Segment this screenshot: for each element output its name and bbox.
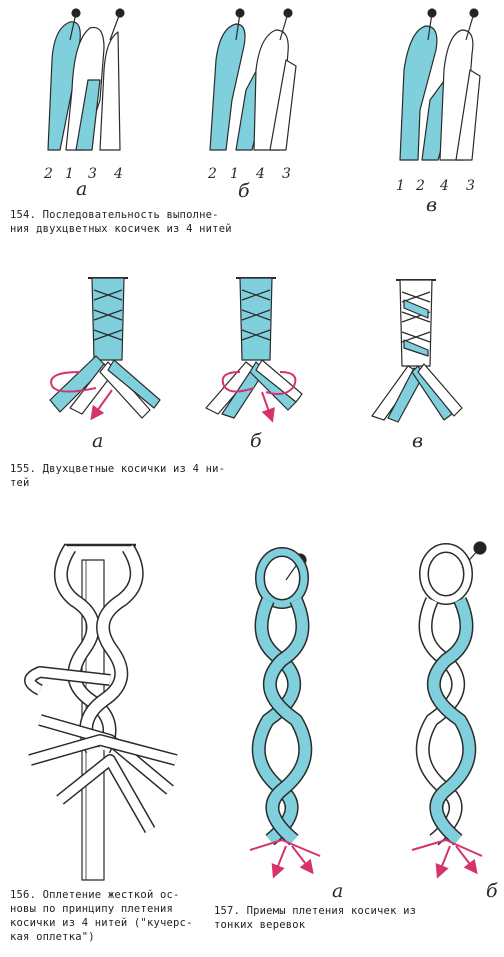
fig154b-number-2: 1 xyxy=(230,166,239,182)
fig155-braid-b xyxy=(205,277,303,423)
fig154b-number-3: 4 xyxy=(256,166,265,182)
fig157-braid-b xyxy=(411,541,487,879)
fig156-caption-line1: 156. Оплетение жесткой ос- xyxy=(10,889,180,901)
fig154a-number-1: 2 xyxy=(44,166,53,182)
fig155-letter-b: б xyxy=(250,430,262,452)
fig154c-letter: в xyxy=(426,194,438,216)
fig156-caption-line4: кая оплетка") xyxy=(10,931,95,943)
fig157-caption-line1: 157. Приемы плетения косичек из xyxy=(214,905,417,917)
fig154-caption-line2: ния двухцветных косичек из 4 нитей xyxy=(10,223,232,235)
fig157-caption: 157. Приемы плетения косичек из тонких в… xyxy=(214,904,416,932)
fig154-caption: 154. Последовательность выполне- ния дву… xyxy=(10,208,232,236)
fig154c-number-2: 2 xyxy=(416,178,425,194)
fig154a-number-4: 4 xyxy=(114,166,123,182)
fig154c-number-4: 3 xyxy=(466,178,475,194)
fig157-letter-b: б xyxy=(486,880,498,902)
fig156-rod-braid xyxy=(24,543,178,881)
fig154b-number-4: 3 xyxy=(282,166,291,182)
fig154a-number-2: 1 xyxy=(65,166,74,182)
fig155-caption-line1: 155. Двухцветные косички из 4 ни- xyxy=(10,463,226,475)
fig154c-number-1: 1 xyxy=(396,178,405,194)
fig154b-letter: б xyxy=(238,180,250,202)
fig154-panel-c xyxy=(399,8,481,161)
fig154a-letter: а xyxy=(76,178,88,200)
fig157-braid-a xyxy=(249,547,321,879)
fig154-panel-a xyxy=(47,8,125,151)
fig157-letter-a: а xyxy=(332,880,344,902)
fig154-panel-b xyxy=(209,8,297,151)
fig156-caption: 156. Оплетение жесткой ос- новы по принц… xyxy=(10,888,193,944)
fig157-caption-line2: тонких веревок xyxy=(214,919,306,931)
fig156-caption-line2: новы по принципу плетения xyxy=(10,903,174,915)
fig155-braid-a xyxy=(49,277,161,421)
fig155-caption-line2: тей xyxy=(10,477,30,489)
fig155-letter-c: в xyxy=(412,430,424,452)
fig154c-number-3: 4 xyxy=(440,178,449,194)
fig154b-number-1: 2 xyxy=(208,166,217,182)
fig154a-number-3: 3 xyxy=(88,166,97,182)
fig155-caption: 155. Двухцветные косички из 4 ни- тей xyxy=(10,462,225,490)
fig154-caption-line1: 154. Последовательность выполне- xyxy=(10,209,219,221)
fig155-letter-a: а xyxy=(92,430,104,452)
fig156-caption-line3: косички из 4 нитей ("кучерс- xyxy=(10,917,193,929)
fig155-braid-c xyxy=(371,279,463,423)
